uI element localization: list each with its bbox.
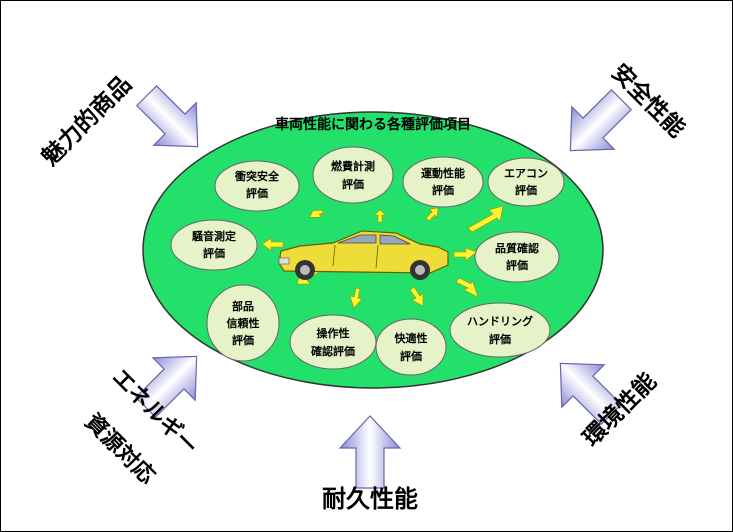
- big-arrow-taikyu: [338, 415, 402, 489]
- bubble-nenpi-line2: 評価: [342, 177, 364, 191]
- bubble-buhin-line3: 評価: [232, 333, 254, 347]
- bubble-kaiteki-line1: 快適性: [394, 331, 428, 345]
- arrow-to-handling: [455, 277, 479, 298]
- bubble-handling-line2: 評価: [489, 332, 511, 346]
- arrow-to-kaiteki: [409, 286, 424, 307]
- bubble-nenpi-line1: 燃費計測: [330, 159, 375, 173]
- bubble-undo: 運動性能 評価: [402, 156, 484, 208]
- big-arrow-miryoku: [135, 84, 199, 148]
- bubble-shototsu-line2: 評価: [246, 186, 268, 200]
- big-arrow-kankyo: [559, 362, 623, 426]
- center-title: 車両性能に関わる各種評価項目: [275, 116, 471, 133]
- bubble-hinshitsu-line1: 品質確認: [495, 241, 539, 255]
- big-arrow-energy: [134, 355, 198, 419]
- bubble-shototsu: 衝突安全 評価: [214, 160, 300, 212]
- bubble-hinshitsu: 品質確認 評価: [474, 231, 560, 283]
- arrow-to-sosa: [349, 287, 363, 309]
- outer-arrows: [134, 84, 633, 489]
- bubble-undo-line2: 評価: [432, 183, 454, 197]
- arrow-to-aircon: [467, 205, 504, 233]
- bubble-kaiteki-line2: 評価: [400, 349, 422, 363]
- bubble-buhin-line1: 部品: [232, 299, 254, 313]
- arrow-to-soon: [261, 237, 284, 252]
- bubble-soon-line1: 騒音測定: [192, 229, 236, 243]
- car-icon: [278, 230, 449, 280]
- bubble-handling-line1: ハンドリング: [467, 314, 533, 328]
- bubble-aircon-line2: 評価: [515, 183, 537, 197]
- bubble-undo-line1: 運動性能: [421, 166, 465, 180]
- bubble-hinshitsu-line2: 評価: [506, 258, 528, 272]
- bubble-sosa: 操作性 確認評価: [289, 314, 377, 370]
- big-arrow-anzen: [569, 88, 633, 152]
- bubble-shototsu-line1: 衝突安全: [234, 169, 280, 183]
- arrow-to-hinshitsu: [453, 247, 478, 262]
- bubble-nenpi: 燃費計測 評価: [312, 146, 394, 204]
- bubble-sosa-line2: 確認評価: [311, 344, 355, 358]
- bubble-soon-line2: 評価: [203, 246, 225, 260]
- bubble-aircon-line1: エアコン: [504, 167, 548, 180]
- bubble-handling: ハンドリング 評価: [449, 302, 551, 358]
- bubble-aircon: エアコン 評価: [487, 157, 565, 207]
- bubble-kaiteki: 快適性 評価: [375, 318, 447, 376]
- bubble-sosa-line1: 操作性: [317, 326, 350, 340]
- bubble-buhin: 部品 信頼性 評価: [206, 284, 280, 362]
- arrow-to-shototsu: [309, 209, 325, 218]
- bubble-buhin-line2: 信頼性: [227, 316, 260, 330]
- label-taikyu: 耐久性能: [322, 485, 418, 513]
- arrow-to-nenpi: [373, 209, 387, 223]
- label-miryoku: 魅力的商品: [36, 70, 136, 170]
- bubble-soon: 騒音測定 評価: [170, 219, 258, 271]
- arrow-to-undo: [425, 207, 439, 222]
